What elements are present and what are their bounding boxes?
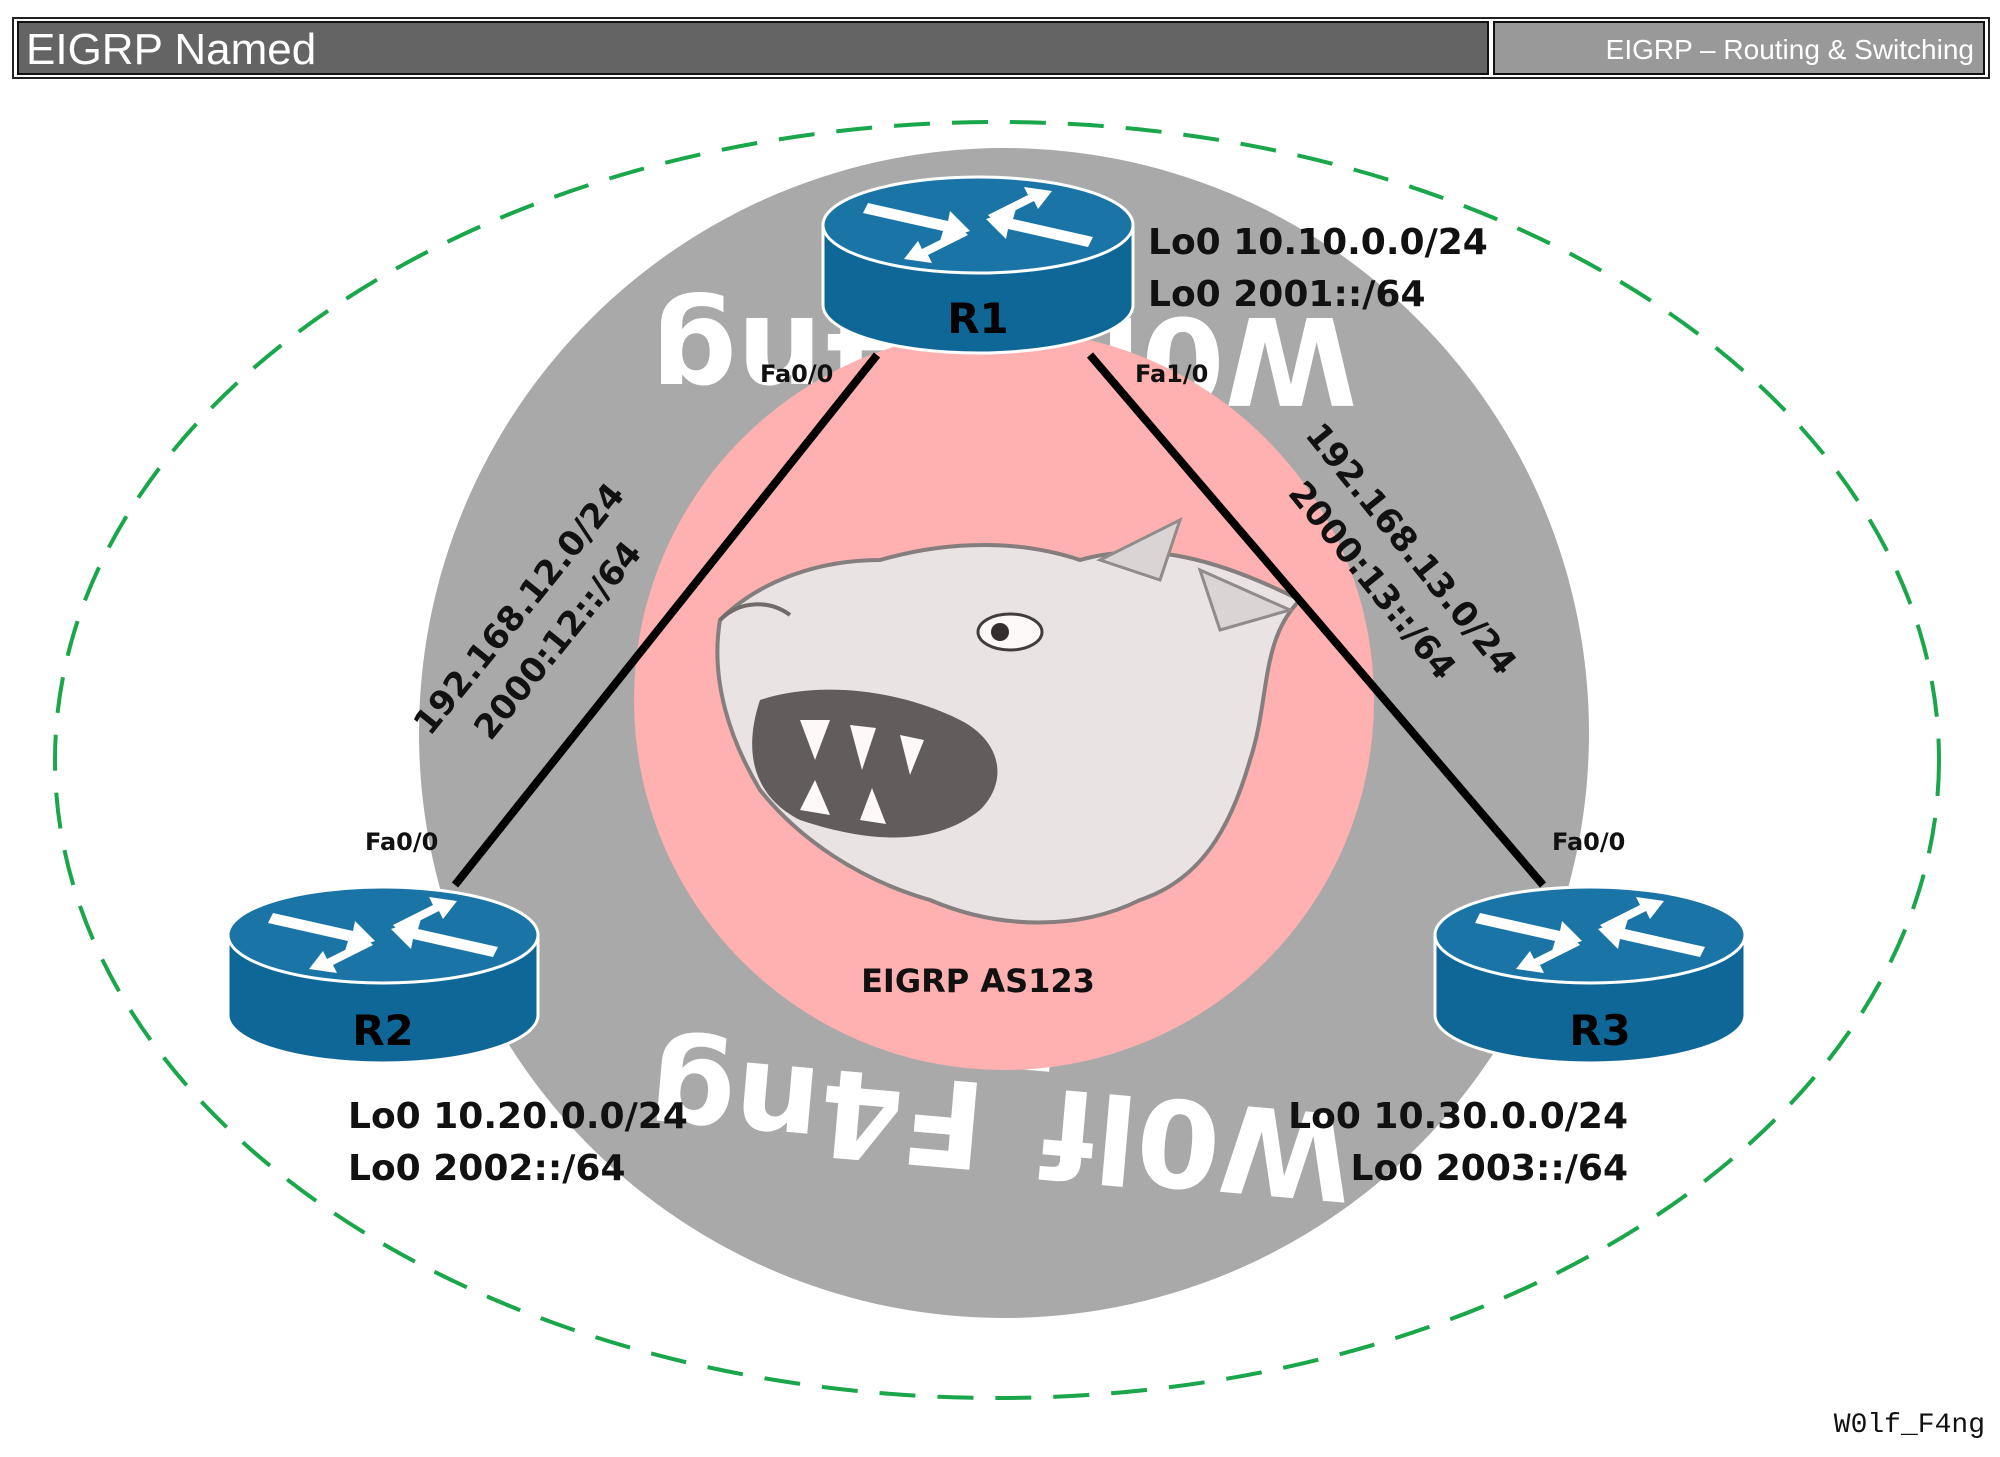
- header-title-box: [17, 21, 1489, 75]
- eigrp-domain-boundary: [53, 120, 1941, 1400]
- eigrp-as-label: EIGRP AS123: [861, 962, 1095, 1000]
- router-r3-name: R3: [1569, 1006, 1631, 1055]
- r1-interface-fa0-0: Fa0/0: [760, 360, 833, 388]
- r1-loopback-ipv4: Lo0 10.10.0.0/24: [1148, 222, 1488, 263]
- r1-loopback-ipv6: Lo0 2001::/64: [1148, 274, 1426, 315]
- header-subtitle-box: [1493, 21, 1985, 75]
- r2-loopback-ipv4: Lo0 10.20.0.0/24: [348, 1096, 688, 1137]
- r2-interface-fa0-0: Fa0/0: [365, 828, 438, 856]
- page-subtitle: EIGRP – Routing & Switching: [1606, 34, 1974, 65]
- router-r1[interactable]: R1: [821, 175, 1135, 355]
- r3-loopback-ipv4: Lo0 10.30.0.0/24: [1288, 1096, 1628, 1137]
- router-arrows-icon: [1475, 897, 1705, 973]
- wolf-head-icon: [715, 517, 1304, 925]
- r3-loopback-ipv6: Lo0 2003::/64: [1351, 1148, 1629, 1189]
- router-arrows-icon: [268, 897, 498, 973]
- link-r1-r2: [451, 352, 881, 888]
- r1-interface-fa1-0: Fa1/0: [1135, 360, 1208, 388]
- router-r1-name: R1: [947, 294, 1009, 343]
- router-arrows-icon: [863, 187, 1093, 263]
- router-r2[interactable]: R2: [226, 885, 540, 1065]
- page-title: EIGRP Named: [26, 25, 316, 74]
- router-r3[interactable]: R3: [1433, 885, 1747, 1065]
- signature: W0lf_F4ng: [1834, 1410, 1985, 1441]
- r2-loopback-ipv6: Lo0 2002::/64: [348, 1148, 626, 1189]
- r3-interface-fa0-0: Fa0/0: [1552, 828, 1625, 856]
- header: EIGRP Named EIGRP – Routing & Switching: [12, 17, 1990, 79]
- router-r2-name: R2: [352, 1006, 414, 1055]
- link-r1-r3: [1086, 352, 1547, 888]
